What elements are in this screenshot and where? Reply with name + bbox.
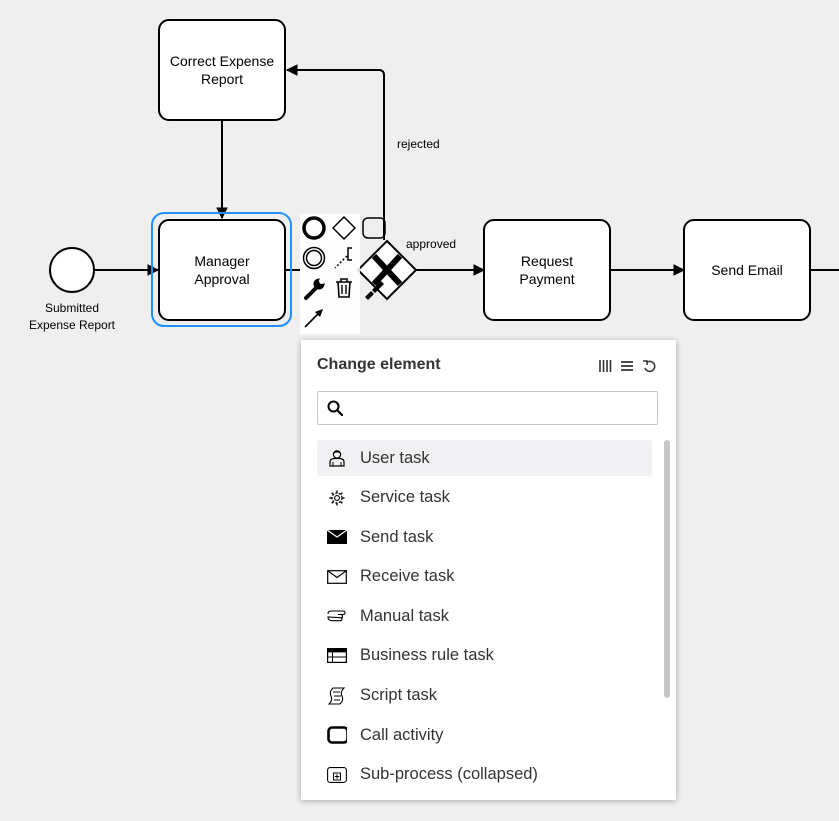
option-label: Manual task [360,606,449,625]
option-receive-task[interactable]: Receive task [317,559,652,595]
task-request-payment[interactable] [483,219,611,321]
change-element-popup: Change element User task Service task [301,340,676,800]
search-icon [327,400,344,421]
option-label: Business rule task [360,646,494,665]
option-service-task[interactable]: Service task [317,480,652,516]
task-icon[interactable] [362,216,386,240]
option-label: Service task [360,488,450,507]
task-label-send-email: Send Email [711,262,783,278]
option-label: Call activity [360,725,444,744]
trash-icon[interactable] [332,276,356,300]
option-user-task[interactable]: User task [317,440,652,476]
call-activity-icon [327,725,347,745]
flow-label-approved: approved [406,237,457,251]
option-send-task[interactable]: Send task [317,519,652,555]
envelope-outline-icon [327,567,347,587]
gear-icon [327,488,347,508]
connect-arrow-icon[interactable] [302,306,326,330]
replace-options-list: User task Service task Send task Receive… [317,440,652,796]
columns-icon[interactable] [597,358,613,374]
intermediate-event-icon[interactable] [302,246,326,270]
option-call-activity[interactable]: Call activity [317,717,652,753]
popup-title: Change element [317,356,441,373]
option-label: Script task [360,686,438,705]
user-icon [327,448,347,468]
sequence-flows [95,64,839,276]
option-business-rule-task[interactable]: Business rule task [317,638,652,674]
option-subprocess-collapsed[interactable]: Sub-process (collapsed) [317,757,652,793]
envelope-filled-icon [327,527,347,547]
popup-scrollbar[interactable] [664,440,670,698]
subprocess-collapsed-icon [327,765,347,785]
list-icon[interactable] [619,358,635,374]
option-manual-task[interactable]: Manual task [317,598,652,634]
selection-outline [151,212,292,327]
task-label-manager-approval: Manager Approval [194,253,250,287]
paintbrush-icon[interactable] [362,276,386,300]
option-label: Sub-process (collapsed) [360,765,538,784]
option-label: User task [360,448,430,467]
search-input[interactable] [350,392,654,426]
task-manager-approval[interactable] [158,219,286,321]
task-correct-expense-report[interactable] [158,19,286,121]
scrollbar-thumb[interactable] [664,440,670,698]
search-field [317,391,658,426]
undo-icon[interactable] [641,358,657,374]
flow-label-rejected: rejected [397,137,440,151]
end-event-icon[interactable] [302,216,326,240]
start-event[interactable] [49,247,95,293]
script-icon [327,686,347,706]
flow-rejected [285,64,385,240]
option-label: Receive task [360,567,455,586]
option-script-task[interactable]: Script task [317,678,652,714]
wrench-icon[interactable] [302,276,326,300]
exclusive-gateway[interactable] [356,239,418,301]
hand-icon [327,606,347,626]
gateway-icon[interactable] [332,216,356,240]
start-event-label: Submitted Expense Report [28,301,116,332]
table-icon [327,646,347,666]
task-send-email[interactable] [683,219,811,321]
task-label-correct-expense-report: Correct Expense Report [169,53,275,87]
option-label: Send task [360,527,434,546]
text-annotation-icon[interactable] [332,246,356,270]
task-label-request-payment: Request Payment [519,253,575,287]
